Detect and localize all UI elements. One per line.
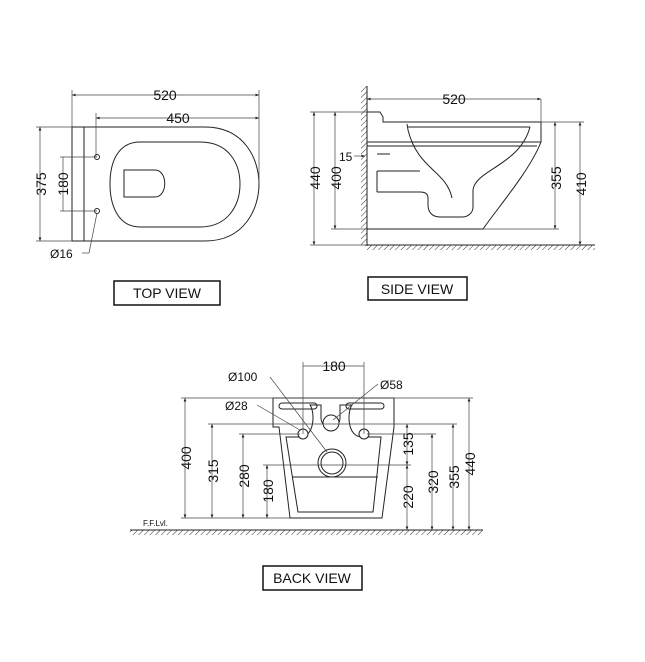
back-outline bbox=[272, 397, 395, 519]
side-outline bbox=[367, 111, 542, 230]
side-view-title-box bbox=[367, 276, 468, 301]
dim-label-180-left: 180 bbox=[260, 479, 276, 503]
dim-label-520: 520 bbox=[442, 91, 466, 107]
bowl-trap bbox=[377, 126, 531, 218]
dim-label-bolt-diameter: Ø28 bbox=[225, 399, 248, 413]
dim-label-450: 450 bbox=[166, 110, 190, 126]
wall-hatch bbox=[361, 86, 367, 246]
top-outlet bbox=[123, 169, 166, 198]
dim-label-440: 440 bbox=[307, 166, 323, 190]
bowl-front bbox=[406, 123, 453, 199]
floor-level-label: F.F.Lvl. bbox=[143, 519, 168, 528]
dim-label-400: 400 bbox=[328, 166, 344, 190]
dim-label-375: 375 bbox=[33, 172, 49, 196]
dim-label-520: 520 bbox=[153, 87, 177, 103]
dim-label-inlet-diameter: Ø58 bbox=[380, 378, 403, 392]
top-inner-rim bbox=[109, 141, 241, 228]
fixing-slot bbox=[345, 402, 385, 410]
side-view: 520 440 400 15 355 410 SIDE VIEW bbox=[307, 86, 595, 301]
dim-label-15: 15 bbox=[339, 150, 353, 164]
inlet-hole bbox=[322, 414, 340, 432]
top-outline bbox=[71, 126, 260, 242]
side-view-title: SIDE VIEW bbox=[381, 281, 454, 297]
dim-label-355: 355 bbox=[446, 465, 462, 489]
dim-label-waste-diameter: Ø100 bbox=[228, 370, 258, 384]
dim-label-bolt-spacing: 180 bbox=[322, 358, 346, 374]
dim-label-hole-diameter: Ø16 bbox=[50, 247, 73, 261]
top-view: 520 450 375 180 Ø16 TOP VIEW bbox=[33, 87, 260, 306]
dim-label-320: 320 bbox=[425, 470, 441, 494]
back-view-title-box bbox=[262, 565, 363, 591]
dim-label-135: 135 bbox=[400, 432, 416, 456]
dim-label-220: 220 bbox=[400, 485, 416, 509]
dim-label-355: 355 bbox=[548, 166, 564, 190]
top-view-title-box bbox=[113, 280, 221, 306]
dim-label-410: 410 bbox=[573, 172, 589, 196]
dim-label-280: 280 bbox=[236, 464, 252, 488]
fixing-slot bbox=[278, 402, 318, 410]
back-view: F.F.Lvl. Ø100 Ø58 Ø28 180 400 315 bbox=[130, 358, 483, 591]
floor-hatch bbox=[367, 245, 595, 250]
top-view-title: TOP VIEW bbox=[133, 285, 202, 301]
dim-label-180: 180 bbox=[55, 172, 71, 196]
back-view-title: BACK VIEW bbox=[273, 570, 352, 586]
dim-label-315: 315 bbox=[205, 459, 221, 483]
dim-label-440: 440 bbox=[462, 452, 478, 476]
floor-hatch bbox=[130, 530, 483, 535]
dim-label-400: 400 bbox=[178, 446, 194, 470]
